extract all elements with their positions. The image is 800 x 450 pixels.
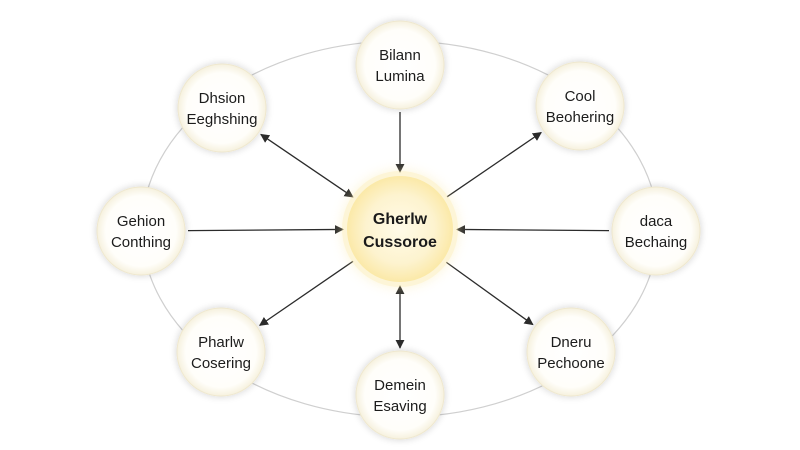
- node-label-bottom-left-line1: Pharlw: [198, 334, 244, 351]
- node-label-bottom-line2: Esaving: [373, 398, 426, 415]
- node-label-right-line2: Bechaing: [625, 234, 688, 251]
- center-node-circle: [347, 176, 453, 282]
- node-circle-top-left: [177, 63, 267, 153]
- edge-left: [187, 224, 344, 235]
- edge-bottom-left: [258, 260, 354, 326]
- node-label-top-line1: Bilann: [379, 47, 421, 64]
- node-circle-bottom-left: [176, 307, 266, 397]
- node-label-top-right-line2: Beohering: [546, 109, 614, 126]
- node-label-bottom-right-line2: Pechoone: [537, 355, 605, 372]
- node-label-left-line1: Gehion: [117, 213, 165, 230]
- edge-bottom-right: [445, 261, 534, 326]
- center-node: Gherlw Cussoroe: [342, 171, 458, 287]
- node-label-top-line2: Lumina: [375, 68, 425, 85]
- node-circle-left: [96, 186, 186, 276]
- node-circle-bottom-right: [526, 307, 616, 397]
- node-circle-bottom: [355, 350, 445, 440]
- edges-layer: [187, 112, 610, 349]
- node-label-bottom-right-line1: Dneru: [551, 334, 592, 351]
- node-label-top-left-line1: Dhsion: [199, 90, 246, 107]
- node-label-bottom-line1: Demein: [374, 377, 426, 394]
- center-node-label-line1: Gherlw: [373, 211, 428, 228]
- nodes-layer: BilannLuminaCoolBeoheringdacaBechaingDne…: [96, 20, 701, 440]
- node-label-right-line1: daca: [640, 213, 673, 230]
- edge-top-right: [446, 131, 542, 198]
- edge-top-left: [260, 133, 354, 198]
- node-circle-top: [355, 20, 445, 110]
- node-circle-right: [611, 186, 701, 276]
- edge-right: [456, 224, 610, 235]
- node-circle-top-right: [535, 61, 625, 151]
- node-label-bottom-left-line2: Cosering: [191, 355, 251, 372]
- node-label-top-right-line1: Cool: [565, 88, 596, 105]
- center-node-label-line2: Cussoroe: [363, 234, 437, 251]
- node-label-top-left-line2: Eeghshing: [187, 111, 258, 128]
- node-label-left-line2: Conthing: [111, 234, 171, 251]
